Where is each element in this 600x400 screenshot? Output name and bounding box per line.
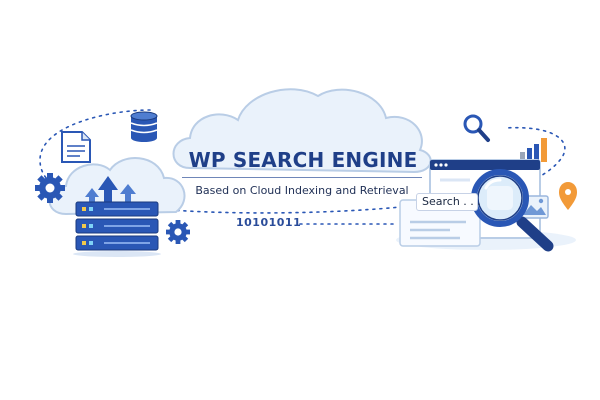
search-box-text: Search . . .: [422, 195, 481, 208]
gear-icon: [35, 173, 65, 203]
binary-code-label: 10101011: [236, 216, 302, 229]
document-icon: [61, 131, 91, 163]
central-cloud-icon: [172, 88, 432, 174]
database-icon: [130, 111, 158, 142]
dotted-connection-path: [39, 109, 566, 214]
bar-chart-icon: [520, 138, 547, 162]
search-icon: [463, 114, 490, 142]
location-pin-icon: [559, 182, 577, 210]
upload-arrow-icon: [85, 176, 136, 206]
server-rack-icon: [73, 201, 161, 257]
search-box: Search . . .: [416, 193, 481, 211]
banner-subtitle: Based on Cloud Indexing and Retrieval: [195, 184, 409, 197]
magnifying-glass-icon: [471, 169, 554, 252]
gear-icon: [166, 220, 190, 244]
banner-title: WP SEARCH ENGINE: [188, 148, 418, 172]
title-divider: [182, 177, 422, 178]
